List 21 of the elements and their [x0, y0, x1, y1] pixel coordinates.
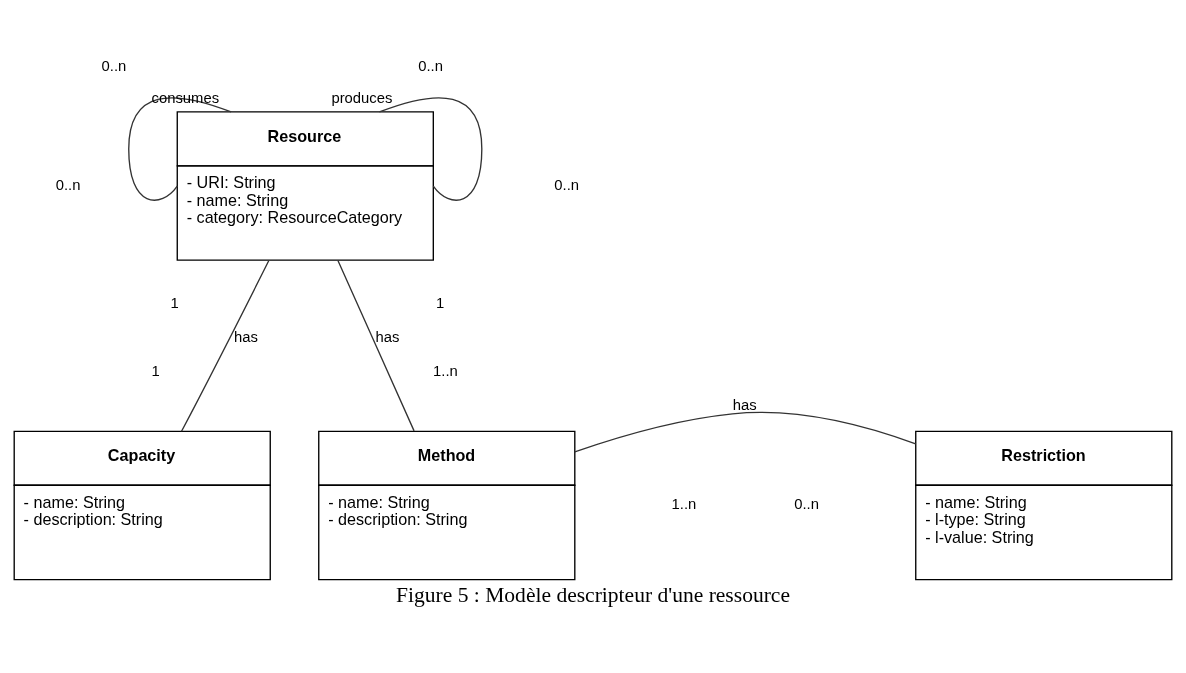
label: 0..n — [101, 57, 127, 74]
connector — [378, 96, 483, 201]
connector — [128, 96, 232, 201]
label: 0..n — [554, 176, 580, 193]
label: 1..n — [671, 495, 697, 512]
label: 1 — [170, 294, 179, 311]
edge-label: has — [234, 328, 258, 345]
edge-label: produces — [331, 89, 393, 106]
connector — [574, 411, 917, 452]
label: 1..n — [433, 362, 458, 379]
label: 1 — [435, 294, 445, 311]
label: 0..n — [418, 57, 443, 74]
label: 1 — [151, 362, 160, 379]
edge-label: consumes — [151, 89, 220, 106]
connector — [337, 259, 415, 432]
edge-label: has — [375, 328, 400, 345]
caption: Figure 5 : Modèle descripteur d'une ressource — [396, 582, 790, 607]
connector — [180, 259, 270, 432]
edge-label: has — [732, 396, 757, 412]
label: 0..n — [794, 495, 819, 512]
label: 0..n — [55, 176, 81, 193]
